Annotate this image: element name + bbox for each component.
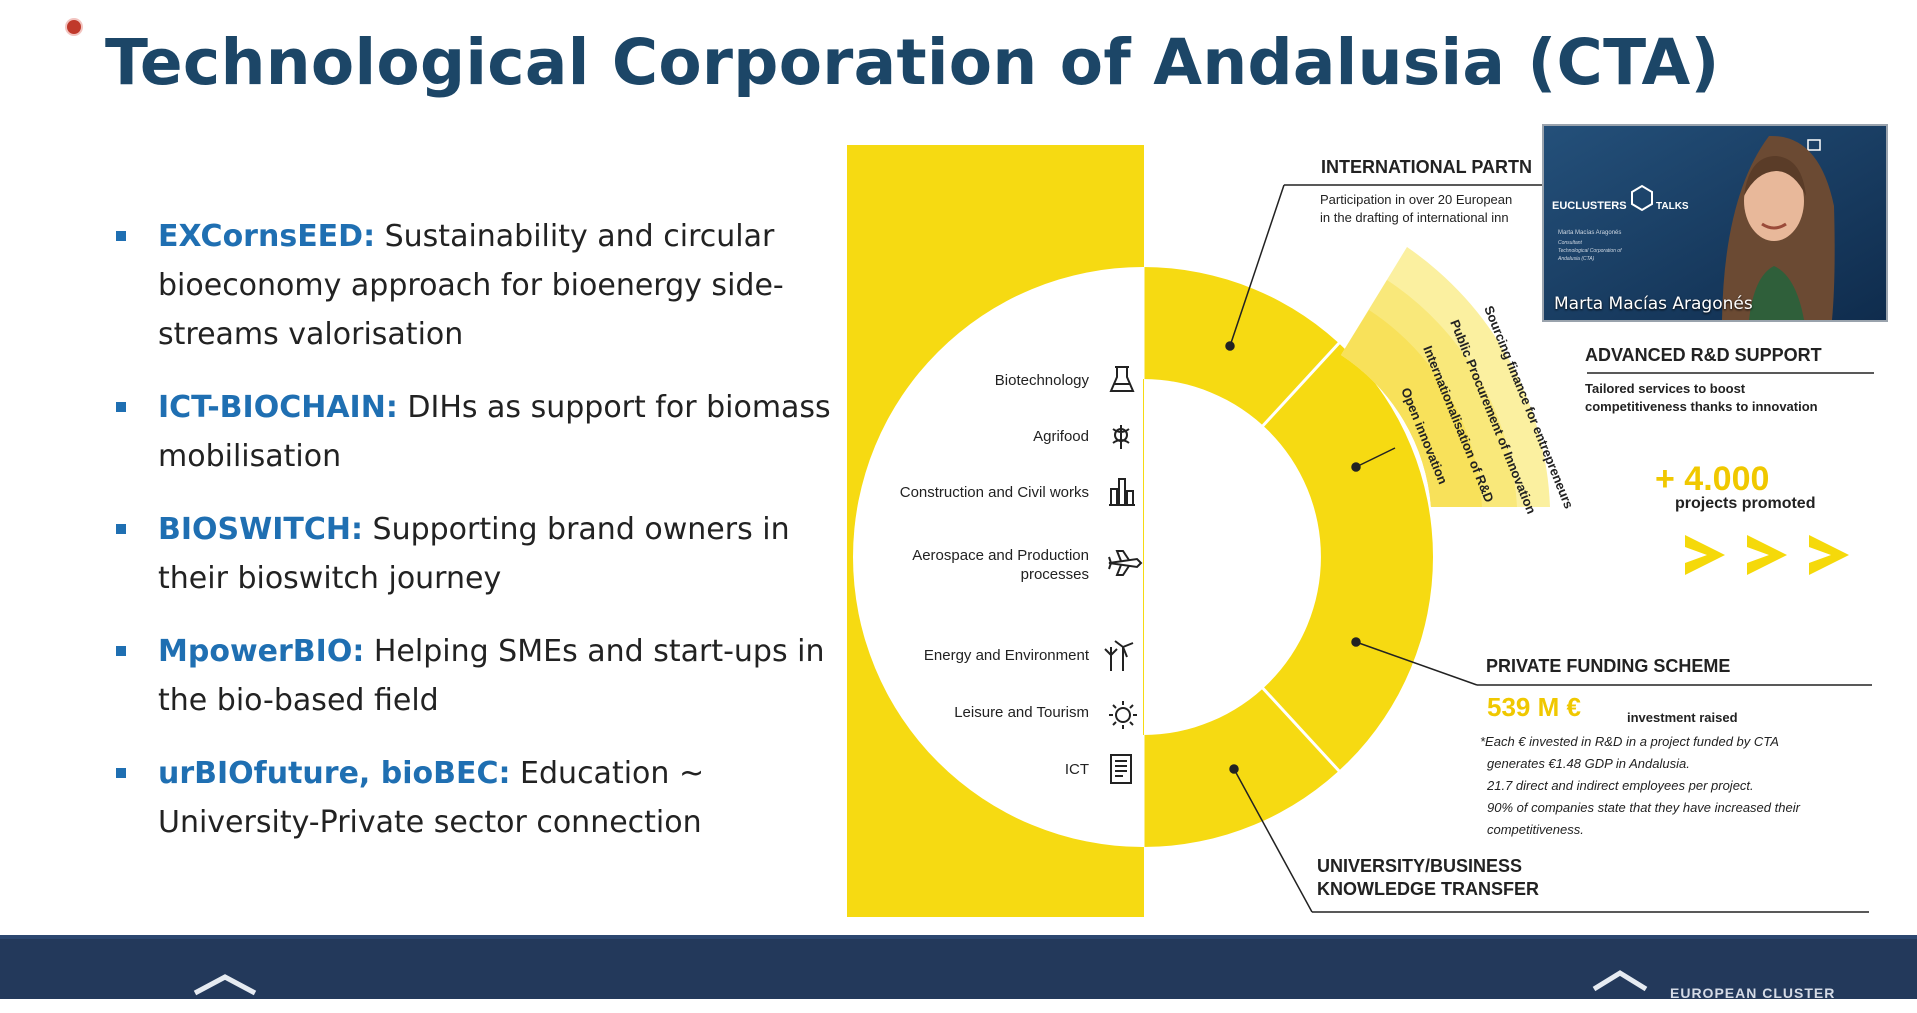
sector-label: Energy and Environment [924, 647, 1090, 664]
bullet-list: EXCornsEED: Sustainability and circular … [115, 212, 835, 871]
webcam-sub: Andalusia (CTA) [1557, 256, 1595, 262]
wind-turbine-icon [1104, 640, 1134, 671]
private-heading: PRIVATE FUNDING SCHEME [1486, 656, 1730, 676]
private-amount-label: investment raised [1627, 710, 1738, 725]
slide-title: Technological Corporation of Andalusia (… [105, 26, 1720, 99]
airplane-icon [1108, 550, 1143, 576]
bullet-item: urBIOfuture, bioBEC: Education ~ Univers… [115, 749, 835, 847]
private-note: competitiveness. [1487, 822, 1584, 837]
international-text: in the drafting of international inn [1320, 210, 1509, 225]
private-note: 21.7 direct and indirect employees per p… [1486, 778, 1754, 793]
advanced-heading: ADVANCED R&D SUPPORT [1585, 345, 1822, 365]
private-amount: 539 M € [1487, 692, 1581, 722]
international-heading: INTERNATIONAL PARTN [1321, 157, 1532, 177]
bullet-highlight: BIOSWITCH: [158, 512, 363, 547]
leader-line [1355, 641, 1478, 686]
sprout-icon [1112, 425, 1130, 449]
half-ring [1143, 267, 1433, 847]
bullet-item: BIOSWITCH: Supporting brand owners in th… [115, 505, 835, 603]
advanced-stat: + 4.000 [1655, 460, 1769, 498]
sector-label: Construction and Civil works [900, 484, 1089, 501]
sector-label: Agrifood [1033, 428, 1089, 445]
bullet-item: ICT-BIOCHAIN: DIHs as support for biomas… [115, 383, 835, 481]
speaker-avatar [1722, 135, 1835, 320]
cta-infographic: Sourcing finance for entrepreneurs Publi… [847, 145, 1877, 917]
buildings-icon [1109, 478, 1135, 506]
bullet-text: Helping SMEs and start-ups in the bio-ba… [158, 634, 825, 718]
platform-logo-icon [1807, 139, 1821, 151]
webcam-brand-right: TALKS [1656, 201, 1689, 212]
webcam-brand-left: EUCLUSTERS [1552, 200, 1627, 212]
bullet-text: Supporting brand owners in their bioswit… [158, 512, 790, 596]
webcam-sub: Consultant [1558, 240, 1583, 246]
private-note: *Each € invested in R&D in a project fun… [1480, 734, 1779, 749]
document-icon [1110, 754, 1132, 784]
university-heading-2: KNOWLEDGE TRANSFER [1317, 879, 1539, 899]
bullet-square-icon [116, 524, 126, 534]
bullet-text: Sustainability and circular bioeconomy a… [158, 219, 784, 352]
international-text: Participation in over 20 European [1320, 192, 1512, 207]
bullet-item: MpowerBIO: Helping SMEs and start-ups in… [115, 627, 835, 725]
webcam-background [1544, 126, 1886, 320]
bullet-item: EXCornsEED: Sustainability and circular … [115, 212, 835, 359]
bullet-square-icon [116, 768, 126, 778]
euclusters-logo-icon [1631, 184, 1653, 212]
bullet-square-icon [116, 402, 126, 412]
leader-line [1355, 447, 1396, 468]
speaker-webcam[interactable]: EUCLUSTERS TALKS Marta Macías Aragonés C… [1542, 124, 1888, 322]
bullet-highlight: EXCornsEED: [158, 219, 376, 254]
flask-icon [1109, 366, 1135, 392]
ring-divider [1257, 340, 1342, 432]
leader-line [1229, 184, 1285, 347]
fan-inner [1341, 310, 1482, 507]
webcam-sub: Technological Corporation of [1558, 248, 1622, 254]
ring-divider [1257, 682, 1342, 774]
sector-label-2: processes [1021, 566, 1089, 583]
leader-line [1233, 768, 1313, 913]
bullet-square-icon [116, 646, 126, 656]
advanced-stat-label: projects promoted [1675, 495, 1815, 512]
footer-logo-left-icon [193, 974, 257, 996]
sector-label: Leisure and Tourism [954, 704, 1089, 721]
sector-label: Aerospace and Production [912, 547, 1089, 564]
bullet-text: Education ~ University-Private sector co… [158, 756, 705, 840]
advanced-text: Tailored services to boost [1585, 381, 1746, 396]
sector-label: ICT [1065, 761, 1089, 778]
footer-brand: EUROPEAN CLUSTER [1670, 985, 1836, 1001]
private-note: generates €1.48 GDP in Andalusia. [1487, 756, 1690, 771]
footer-logo-right-icon [1592, 970, 1648, 992]
university-heading: UNIVERSITY/BUSINESS [1317, 856, 1522, 876]
bullet-highlight: MpowerBIO: [158, 634, 365, 669]
bullet-highlight: ICT-BIOCHAIN: [158, 390, 398, 425]
bullet-text: DIHs as support for biomass mobilisation [158, 390, 831, 474]
sector-label: Biotechnology [995, 372, 1090, 389]
footer-bar: EUROPEAN CLUSTER [0, 935, 1917, 1001]
record-indicator-icon [67, 20, 81, 34]
inner-circle [853, 267, 1143, 847]
arrows-icon [1685, 535, 1849, 575]
advanced-text: competitiveness thanks to innovation [1585, 399, 1818, 414]
private-note: 90% of companies state that they have in… [1487, 800, 1801, 815]
bullet-highlight: urBIOfuture, bioBEC: [158, 756, 511, 791]
sun-icon [1109, 701, 1137, 729]
webcam-sub: Marta Macías Aragonés [1558, 230, 1621, 236]
speaker-name: Marta Macías Aragonés [1554, 294, 1753, 314]
bullet-square-icon [116, 231, 126, 241]
